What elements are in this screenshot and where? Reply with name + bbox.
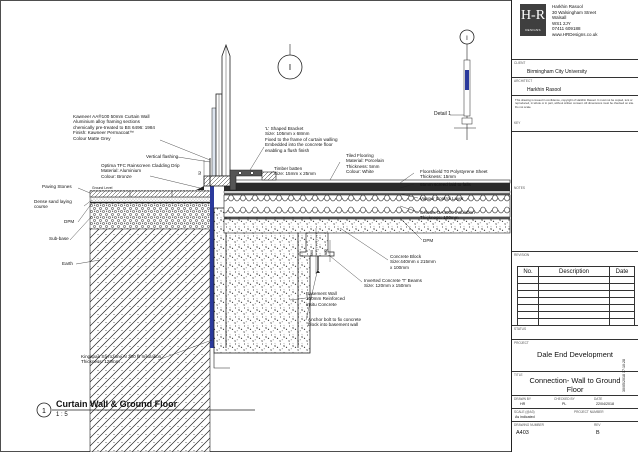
tb-architect: Architect Harkhin Rasool: [512, 78, 638, 96]
label-curtain-wall: Kawneer AA®100 50mm Curtain Wall Alumini…: [73, 114, 155, 141]
label-celotex: Celotex GA4000 Insulation Thickness: 100…: [420, 210, 475, 221]
paving-stones: [89, 190, 213, 198]
label-l-bracket: 'L' Shaped Bracket Size: 105mm x 68mm Fi…: [265, 126, 338, 153]
tb-sheet-title: Title Connection- Wall to Ground Floor: [512, 372, 638, 396]
tb-notes: Notes: [512, 132, 638, 252]
label-insulation-left: Kingspan Styrozone N 300 R Insulation. T…: [81, 354, 163, 365]
label-screed: 65mm screed laid to falls: [420, 182, 471, 187]
revision-table: No. Description Date: [517, 266, 635, 326]
rev-col-date: Date: [609, 266, 635, 277]
tb-disclaimer: This drawing is issued in confidence, co…: [512, 96, 638, 132]
curtain-wall-glass: [211, 107, 217, 177]
dim-52: 52: [198, 171, 202, 175]
tb-meta-row3: Drawing number A403 Rev B: [514, 423, 601, 436]
label-floorshield: Floorshield T0 Polystyrene Sheet Thickne…: [420, 169, 488, 180]
drawing-scale: 1 : 5: [56, 412, 68, 418]
earth-fill: [89, 227, 211, 452]
label-paving: Paving Stones: [42, 184, 72, 189]
label-dpm-right: DPM: [423, 238, 434, 243]
tb-header: H-R DESIGNS Harkhin Rasool 30 Walsingham…: [512, 0, 638, 60]
screed: [224, 183, 510, 191]
tb-meta-row2: Scale (@A3) As indicated Project number: [512, 409, 638, 422]
celotex-insulation: [223, 194, 511, 218]
tb-revisions: Revision: [512, 252, 638, 326]
dim-560: 560: [310, 250, 314, 256]
l-bracket: [229, 169, 263, 191]
label-detail-1: Detail 1: [434, 111, 451, 117]
label-tiled-flooring: Tiled Flooring Material: Porcelain Thick…: [346, 153, 385, 175]
plot-date: 30/05/2018 17:10:28: [622, 359, 626, 392]
svg-text:1: 1: [42, 408, 46, 415]
label-vapour: Vapour Control Layer: [420, 196, 464, 201]
rev-col-description: Description: [538, 266, 610, 277]
drawing-title: Curtain Wall & Ground Floor: [56, 399, 178, 409]
tb-meta-row1: Drawn by HR Checked by PL Date 22/04/201…: [512, 396, 638, 409]
tb-project: Project Dale End Development: [512, 340, 638, 372]
tb-client: Client Birmingham City University: [512, 60, 638, 78]
inverted-t-beam: [299, 232, 335, 257]
svg-text:I: I: [289, 63, 291, 72]
label-t-beams: Inverted Concrete 'T' Beams Size: 120mm …: [364, 278, 422, 289]
insulation-blue-strip: [210, 186, 214, 348]
view-number: [36, 402, 52, 418]
label-ground-level: Ground Level: [92, 186, 113, 190]
label-timber-batten: Timber batten Size: 15mm x 25mm: [274, 166, 316, 177]
company-contact: Harkhin Rasool 30 Walsingham Street Wals…: [552, 4, 598, 37]
sand-course-fill: [89, 196, 213, 203]
label-anchor-bolt: Anchor bolt to fix concrete block into b…: [308, 317, 362, 328]
sub-base-fill: [89, 202, 213, 230]
rev-col-no: No.: [517, 266, 539, 277]
label-sub-base: Sub-base: [49, 236, 69, 241]
dim-182: 182: [324, 249, 328, 255]
label-concrete-block: Concrete Block Size:440mm x 215mm x 100m…: [390, 254, 436, 270]
label-earth: Earth: [62, 261, 73, 266]
company-logo: H-R DESIGNS: [520, 4, 546, 36]
label-vertical-flashing: Vertical flashing: [146, 154, 179, 159]
label-dense-sand: Dense sand laying course: [34, 199, 72, 210]
tb-status: Status: [512, 326, 638, 340]
concrete-block-beams: [223, 218, 511, 234]
label-drip: Optima TFC Rainscreen Cladding Drip Mate…: [101, 163, 180, 179]
label-basement-wall: Basement Wall 300mm Reinforced insitu Co…: [306, 291, 345, 307]
title-block: H-R DESIGNS Harkhin Rasool 30 Walsingham…: [511, 0, 638, 452]
svg-text:I: I: [466, 36, 468, 42]
label-dpm-left: DPM: [64, 219, 75, 224]
